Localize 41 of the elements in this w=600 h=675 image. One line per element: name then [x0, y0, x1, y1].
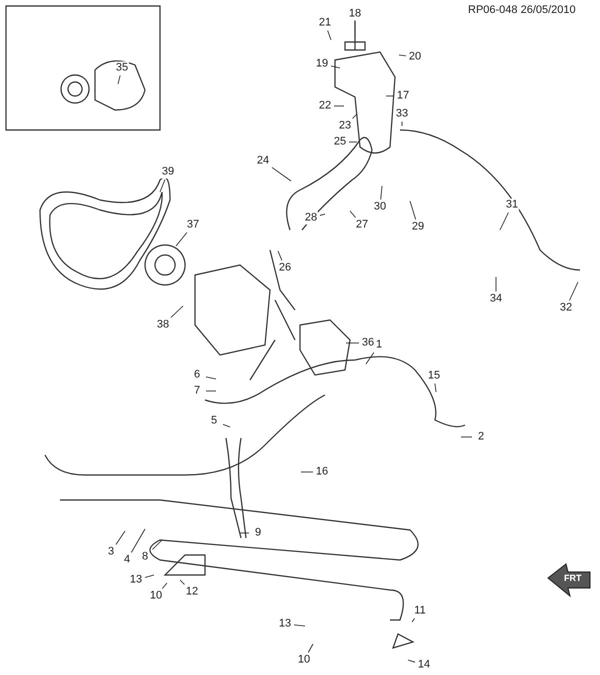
leader-line [350, 210, 356, 218]
leader-line [346, 342, 360, 344]
leader-line [352, 114, 358, 119]
leader-line [330, 66, 340, 68]
leader-line [118, 75, 121, 84]
leader-line [354, 21, 356, 38]
leader-line [398, 54, 406, 56]
leader-line [460, 436, 472, 438]
leader-line [278, 250, 282, 261]
leader-line [152, 540, 162, 550]
leader-line [240, 532, 250, 534]
leader-line [412, 618, 415, 622]
callout-number: 31 [504, 198, 520, 212]
leader-line [308, 644, 314, 653]
leader-line [116, 530, 126, 545]
leader-line [170, 306, 184, 318]
leader-line [160, 179, 166, 192]
leader-line [176, 232, 188, 246]
leader-line [410, 200, 416, 220]
leader-line [327, 30, 332, 40]
leader-line [408, 660, 416, 663]
leader-line [180, 580, 185, 585]
leader-line [162, 582, 168, 589]
leader-line [206, 376, 216, 380]
leader-line [272, 167, 292, 182]
callout-number: 28 [304, 212, 318, 224]
leader-line [434, 383, 436, 392]
leader-line [294, 624, 306, 626]
leader-line [500, 212, 509, 230]
leader-line [380, 186, 382, 200]
leader-line [130, 528, 146, 553]
leader-line [222, 424, 230, 428]
leader-line [206, 390, 216, 392]
direction-label: FRT [564, 573, 582, 583]
leader-line [366, 352, 374, 364]
callout-number: 18 [348, 8, 362, 20]
leader-line [144, 574, 154, 578]
leader-line [569, 282, 578, 301]
leader-line [320, 214, 326, 216]
callout-number: 39 [160, 166, 176, 178]
document-reference: RP06-048 26/05/2010 [468, 4, 576, 16]
